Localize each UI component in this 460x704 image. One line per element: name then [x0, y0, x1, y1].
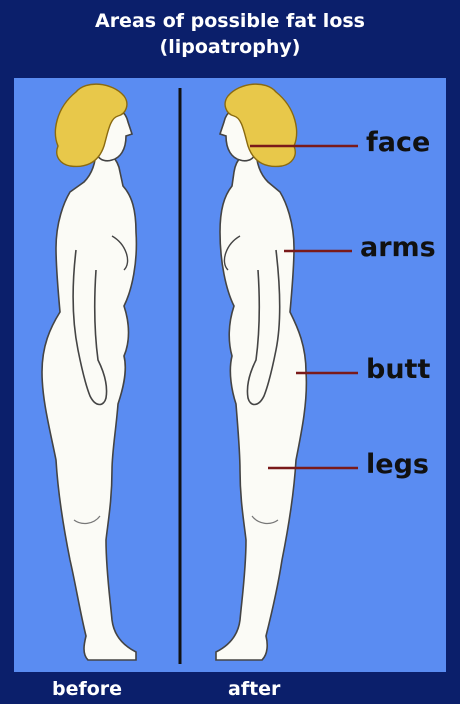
- before-figure: [42, 84, 136, 660]
- after-head: [220, 84, 297, 166]
- label-legs: legs: [366, 449, 429, 480]
- label-arms: arms: [360, 232, 436, 263]
- after-body: [216, 148, 306, 660]
- label-butt: butt: [366, 354, 430, 385]
- after-figure: [216, 84, 306, 660]
- footer-bar: before after: [14, 676, 446, 704]
- before-head: [55, 84, 132, 166]
- before-body: [42, 148, 136, 660]
- label-face: face: [366, 127, 430, 158]
- footer-before-label: before: [52, 678, 122, 700]
- footer-after-label: after: [228, 678, 280, 700]
